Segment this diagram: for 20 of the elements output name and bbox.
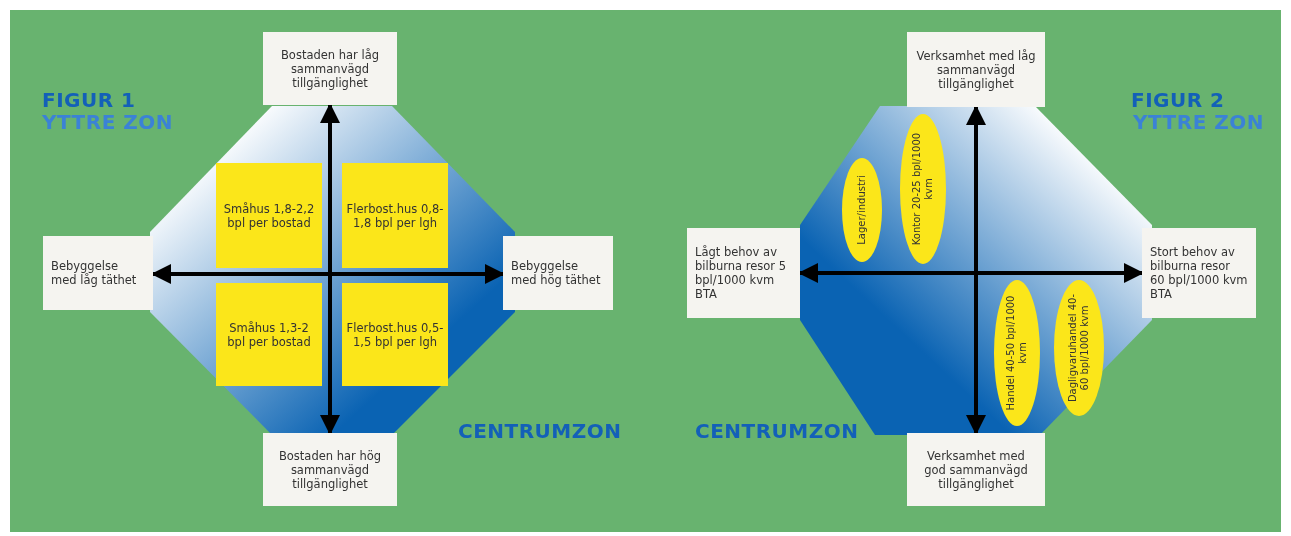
axis-end-box: Verksamhet med god sammanvägd tillgänglighet	[907, 433, 1045, 506]
category-box: Flerbost.hus 0,5-1,5 bpl per lgh	[342, 283, 448, 386]
axis-end-box: Bostaden har låg sammanvägd tillgänglighet	[263, 32, 397, 105]
zone-label: CENTRUMZON	[695, 420, 859, 442]
axis-end-box: Lågt behov av bilburna resor 5 bpl/1000 kvm BTA	[687, 228, 800, 318]
figure-title: FIGUR 1	[42, 89, 136, 111]
zone-label: YTTRE ZON	[1133, 111, 1264, 133]
double-arrow	[966, 105, 986, 435]
figure-title: FIGUR 2	[1131, 89, 1225, 111]
axis-end-box: Verksamhet med låg sammanvägd tillgänglighet	[907, 32, 1045, 107]
axis-end-box: Bebyggelse med låg täthet	[43, 236, 153, 310]
category-box: Flerbost.hus 0,8-1,8 bpl per lgh	[342, 163, 448, 268]
zone-label: CENTRUMZON	[458, 420, 622, 442]
axis-end-box: Stort behov av bilburna resor 60 bpl/1000 kvm BTA	[1142, 228, 1256, 318]
double-arrow	[320, 103, 340, 435]
zone-label: YTTRE ZON	[42, 111, 173, 133]
axis-end-box: Bostaden har hög sammanvägd tillgänglighet	[263, 433, 397, 506]
axis-end-box: Bebyggelse med hög täthet	[503, 236, 613, 310]
category-box: Småhus 1,3-2 bpl per bostad	[216, 283, 322, 386]
category-box: Småhus 1,8-2,2 bpl per bostad	[216, 163, 322, 268]
